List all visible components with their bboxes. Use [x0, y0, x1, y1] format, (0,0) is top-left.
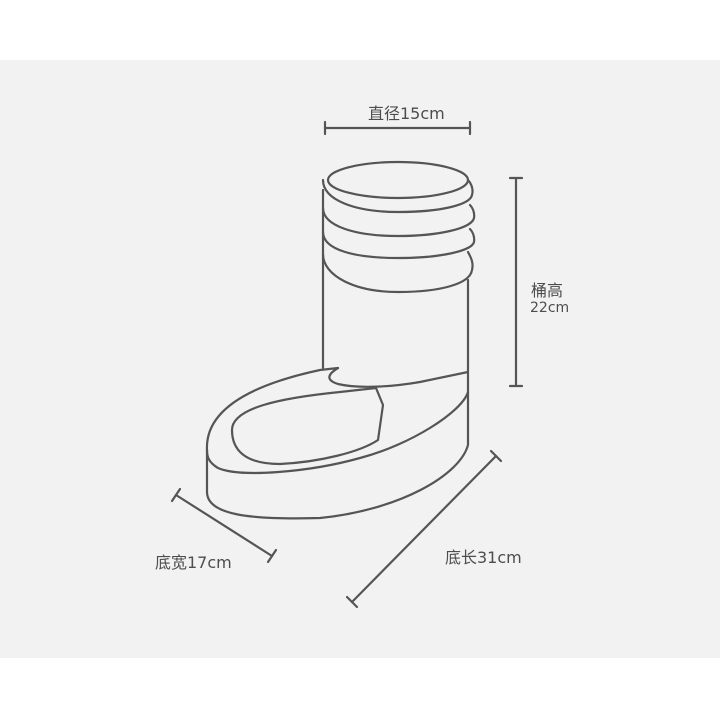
bowl-rim — [230, 386, 385, 466]
base-width-dimension-line — [170, 487, 278, 564]
height-title-label: 桶高 — [531, 281, 564, 300]
base-width-label: 底宽17cm — [155, 553, 232, 572]
base-length-label: 底长31cm — [445, 548, 522, 567]
feeder-bucket — [321, 160, 476, 374]
bucket-lid — [326, 160, 470, 200]
diameter-dimension-line — [323, 120, 472, 136]
feeder-base — [205, 366, 470, 520]
height-value-label: 22cm — [530, 300, 570, 316]
diameter-label: 直径15cm — [368, 104, 445, 123]
height-dimension-line — [508, 176, 524, 388]
base-length-dimension-line — [345, 449, 503, 609]
diagram-background — [0, 60, 720, 658]
